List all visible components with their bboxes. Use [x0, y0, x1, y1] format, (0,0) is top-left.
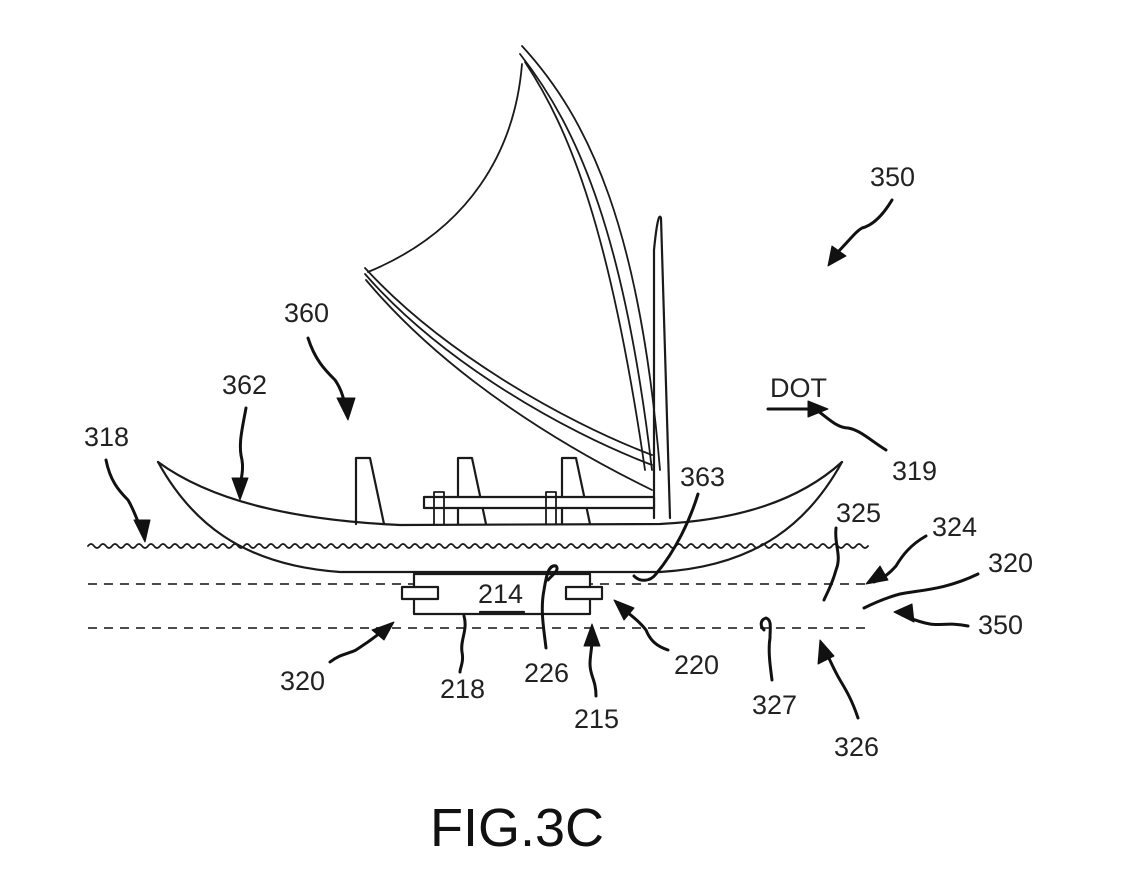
ref-326: 326 [834, 732, 879, 762]
ref-226: 226 [524, 658, 569, 688]
ref-324: 324 [932, 512, 977, 542]
sail [364, 45, 661, 491]
ref-320-left: 320 [280, 666, 325, 696]
ref-214: 214 [478, 579, 523, 609]
ref-220: 220 [674, 650, 719, 680]
ref-215: 215 [574, 704, 619, 734]
ref-218: 218 [440, 674, 485, 704]
leaders [104, 198, 980, 720]
figure-caption: FIG.3C [430, 798, 604, 858]
hull [156, 460, 844, 574]
ref-363: 363 [680, 462, 725, 492]
ref-320-right: 320 [988, 548, 1033, 578]
thwarts [354, 456, 656, 526]
ref-325: 325 [836, 498, 881, 528]
ref-350-top: 350 [870, 162, 915, 192]
ref-360: 360 [284, 298, 329, 328]
mast [652, 215, 672, 520]
direction-of-travel-label: DOT [770, 373, 827, 403]
ref-319: 319 [892, 456, 937, 486]
ref-362: 362 [222, 370, 267, 400]
water-surface [87, 543, 869, 549]
ref-318: 318 [84, 422, 129, 452]
ref-327: 327 [752, 690, 797, 720]
ref-350-right: 350 [978, 610, 1023, 640]
reference-numerals: 350 360 362 318 DOT 319 363 325 324 320 … [84, 162, 1033, 762]
keel-device: 214 [400, 572, 604, 616]
